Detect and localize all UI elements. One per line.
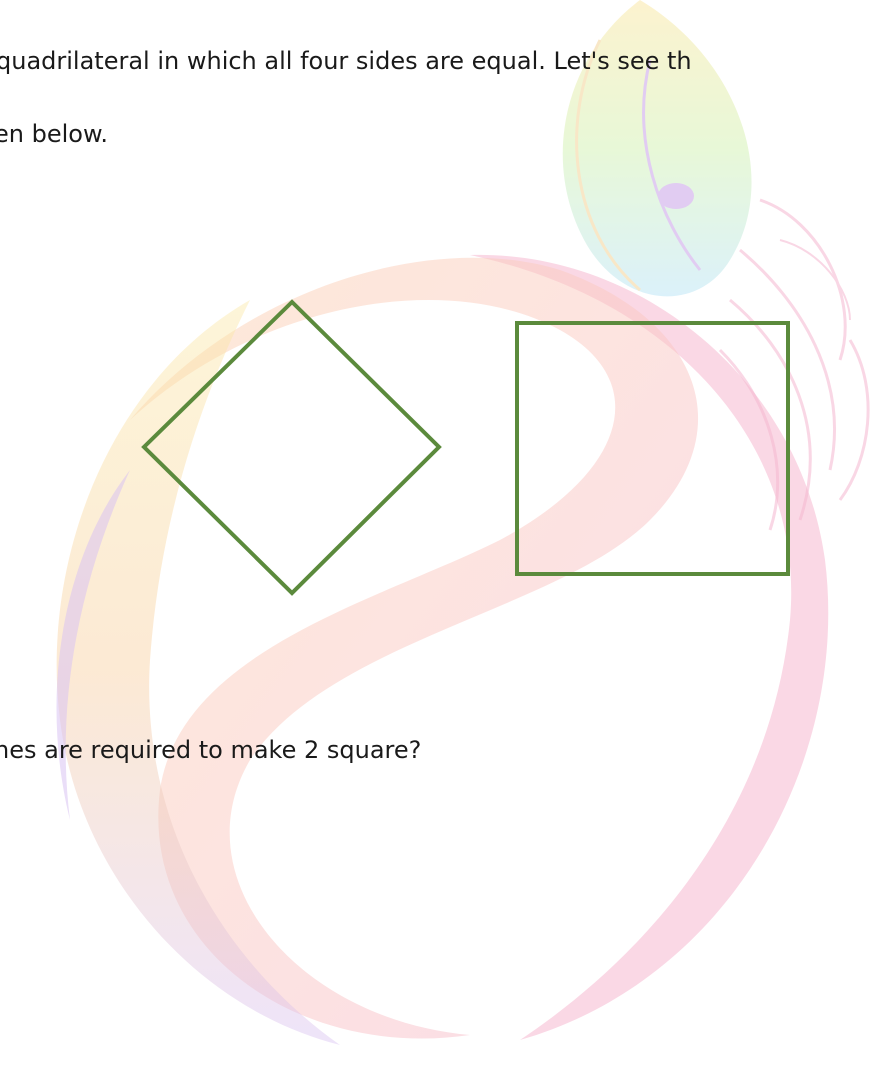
feather-icon — [562, 0, 870, 531]
paragraph-line-1: quadrilateral in which all four sides ar… — [0, 47, 692, 75]
watermark-swirl-left — [56, 300, 340, 1045]
watermark-streak — [56, 470, 130, 820]
question-text: nes are required to make 2 square? — [0, 736, 422, 764]
watermark-swirl-main — [130, 257, 699, 1039]
upright-square — [515, 321, 790, 576]
paragraph-line-2: en below. — [0, 120, 109, 148]
rotated-square — [141, 299, 442, 596]
watermark-swirl-right — [470, 254, 829, 1040]
